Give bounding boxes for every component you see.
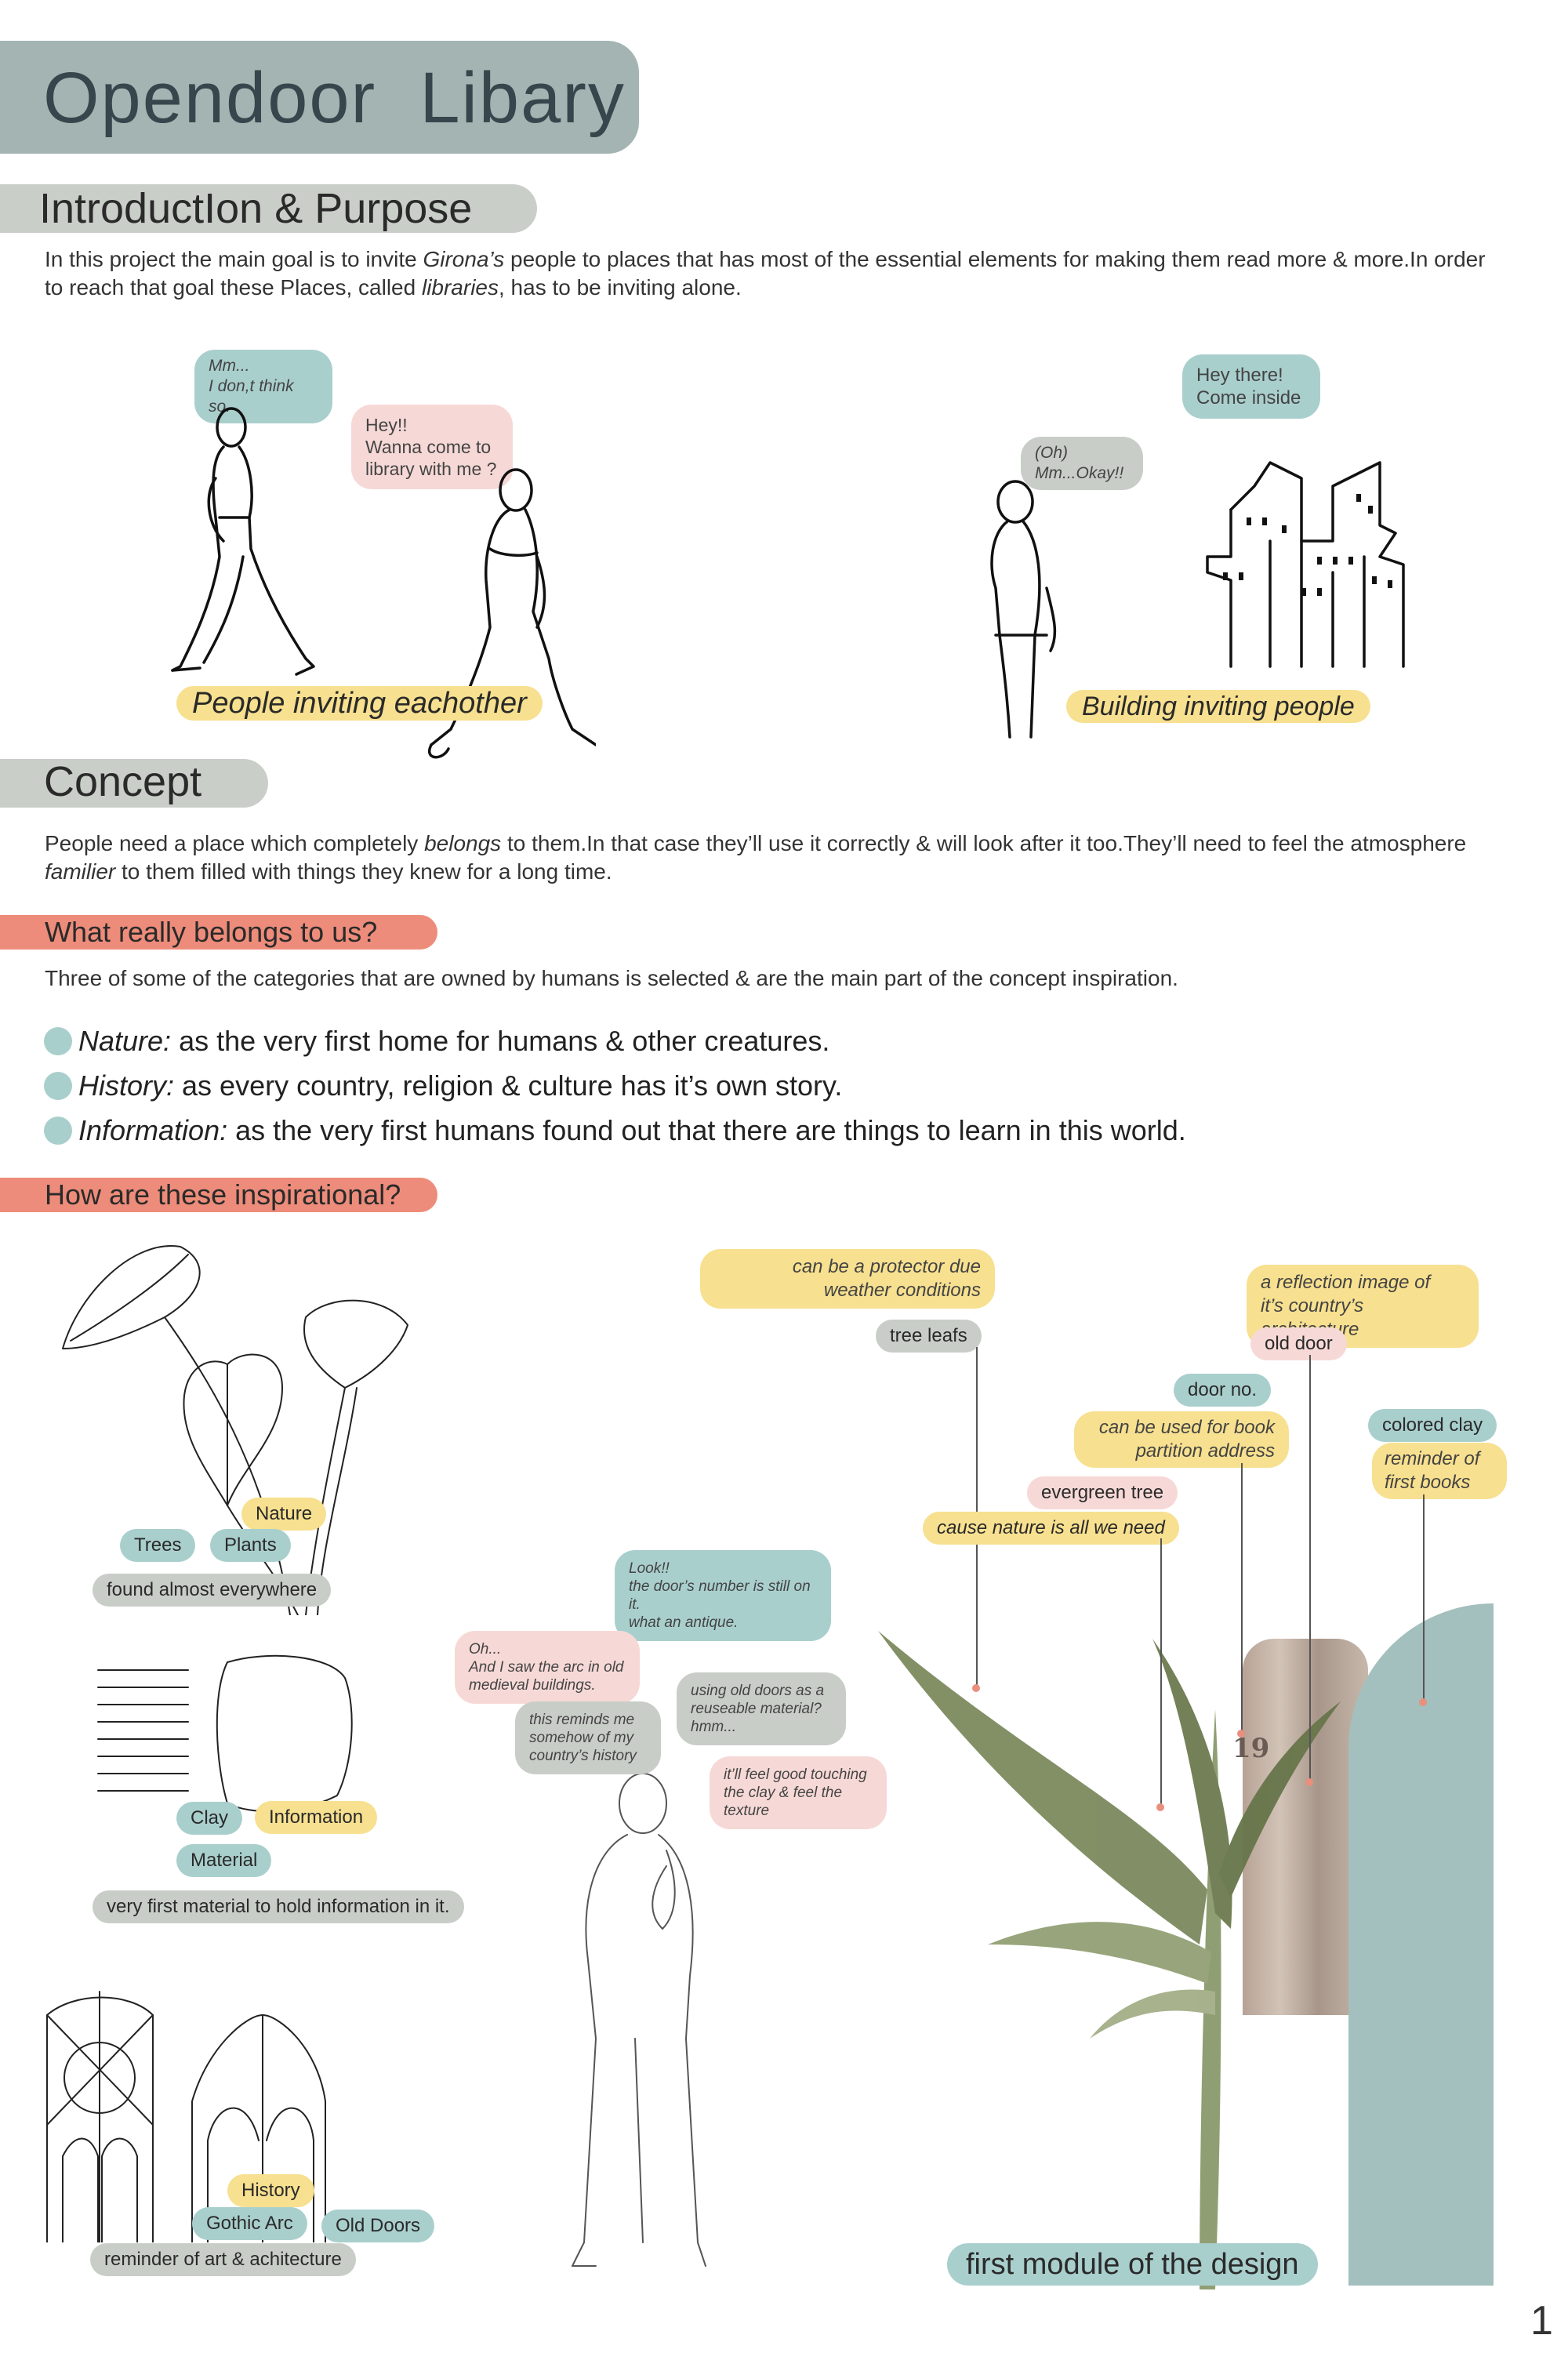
tag-nature: Nature — [241, 1498, 327, 1531]
label-evergreen: evergreen tree — [1027, 1476, 1178, 1509]
intro-text: In this project the main goal is to invi… — [45, 247, 1486, 300]
clay-arch-panel — [1348, 1603, 1494, 2286]
caption-first-module: first module of the design — [947, 2243, 1318, 2286]
label-door-no: door no. — [1174, 1374, 1272, 1407]
tag-history: History — [227, 2174, 314, 2207]
line-evergreen — [1160, 1538, 1162, 1807]
line-door-no — [1241, 1463, 1243, 1734]
label-protector: can be a protector due weather condition… — [700, 1249, 995, 1309]
title-banner — [0, 41, 639, 154]
caption-first-material: very first material to hold information … — [93, 1890, 464, 1923]
caption-people-inviting: People inviting eachother — [176, 686, 543, 721]
thought-bubble-look: Look!! the door’s number is still on it.… — [615, 1550, 831, 1641]
caption-building-inviting: Building inviting people — [1066, 690, 1370, 723]
inspirational-heading: How are these inspirational? — [45, 1178, 401, 1211]
gothic-arc-sketch — [46, 1991, 326, 2242]
tag-gothic-arc: Gothic Arc — [192, 2207, 307, 2240]
label-reminder-books: reminder of first books — [1372, 1443, 1507, 1499]
walking-people-sketch — [171, 407, 596, 759]
bullet-information: Information: as the very first humans fo… — [44, 1113, 1186, 1148]
intro-heading-bg — [0, 184, 537, 233]
belongs-text: Three of some of the categories that are… — [45, 966, 1178, 990]
inspirational-heading-bg — [0, 1178, 437, 1212]
marker-evergreen — [1156, 1803, 1164, 1811]
label-nature-need: cause nature is all we need — [923, 1512, 1179, 1545]
marker-old-door — [1305, 1778, 1313, 1786]
thought-bubble-arc: Oh... And I saw the arc in old medieval … — [455, 1631, 640, 1704]
tag-old-doors: Old Doors — [321, 2210, 435, 2242]
concept-text: People need a place which completely bel… — [45, 831, 1467, 884]
tag-clay: Clay — [176, 1802, 243, 1835]
label-tree-leafs: tree leafs — [876, 1320, 982, 1353]
door-number-plate: 19 — [1232, 1733, 1270, 1764]
caption-reminder-art: reminder of art & achitecture — [90, 2243, 356, 2276]
thought-bubble-doors: using old doors as a reuseable material?… — [677, 1672, 846, 1745]
speech-bubble-hey-there: Hey there! Come inside — [1182, 354, 1320, 419]
label-colored-clay: colored clay — [1368, 1409, 1497, 1442]
marker-tree-leafs — [972, 1684, 980, 1692]
clay-tablet-sketch — [97, 1654, 353, 1813]
belongs-heading: What really belongs to us? — [45, 916, 378, 948]
line-colored-clay — [1423, 1494, 1425, 1702]
woman-and-buildings-sketch — [990, 461, 1405, 739]
page-number: 1 — [1530, 2298, 1553, 2344]
thought-bubble-clay: it’ll feel good touching the clay & feel… — [710, 1756, 887, 1829]
tag-plants: Plants — [210, 1529, 291, 1562]
speech-bubble-mm: Mm... I don,t think so. — [194, 350, 332, 423]
caption-found-everywhere: found almost everywhere — [93, 1574, 332, 1607]
marker-door-no — [1237, 1730, 1245, 1738]
bullet-history: History: as every country, religion & cu… — [44, 1069, 842, 1103]
intro-heading: IntroductIon & Purpose — [39, 185, 473, 232]
label-book-partition: can be used for book partition address — [1074, 1411, 1289, 1468]
concept-heading-bg — [0, 759, 268, 808]
line-old-door — [1309, 1355, 1311, 1782]
page-title: Opendoor Libary — [43, 58, 626, 138]
tag-information: Information — [255, 1801, 378, 1834]
plant-leaves-image — [878, 1631, 1341, 2289]
speech-bubble-okay: (Oh) Mm...Okay!! — [1021, 437, 1143, 490]
marker-colored-clay — [1419, 1698, 1427, 1706]
concept-heading: Concept — [44, 758, 202, 805]
speech-bubble-hey: Hey!! Wanna come to library with me ? — [351, 405, 513, 489]
label-old-door: old door — [1250, 1327, 1347, 1360]
thinking-man-sketch — [572, 1773, 706, 2267]
tag-trees: Trees — [120, 1529, 196, 1562]
bullet-nature: Nature: as the very first home for human… — [44, 1024, 829, 1058]
tag-material: Material — [176, 1844, 272, 1877]
belongs-heading-bg — [0, 915, 437, 950]
thought-bubble-reminds: this reminds me somehow of my country’s … — [515, 1701, 661, 1774]
